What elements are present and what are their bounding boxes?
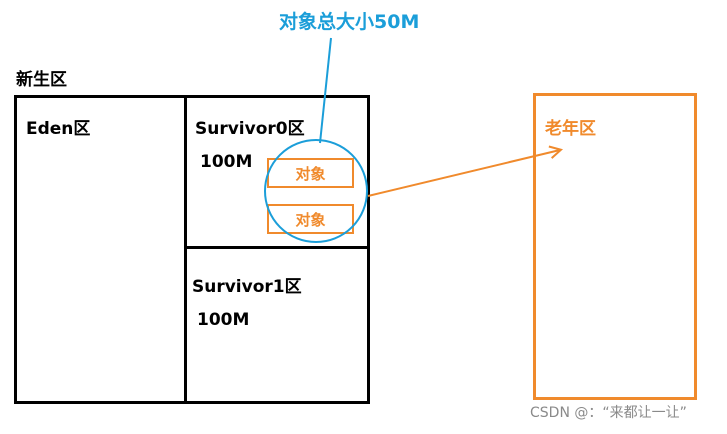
promotion-arrow	[367, 150, 560, 197]
survivor-divider	[184, 246, 370, 249]
young-generation-box	[14, 95, 370, 404]
eden-survivor-divider	[184, 95, 187, 404]
objects-highlight-circle	[264, 139, 368, 243]
watermark: CSDN @：“来都让一让”	[530, 405, 687, 421]
survivor1-label: Survivor1区	[192, 277, 302, 297]
eden-label: Eden区	[26, 119, 91, 139]
survivor1-size: 100M	[197, 310, 250, 330]
old-generation-label: 老年区	[545, 119, 596, 139]
object-box: 对象	[267, 204, 354, 234]
survivor0-label: Survivor0区	[195, 119, 305, 139]
young-generation-label: 新生区	[16, 70, 67, 90]
callout-line	[319, 37, 332, 144]
callout-title: 对象总大小50M	[279, 11, 420, 33]
survivor0-size: 100M	[200, 152, 253, 172]
old-generation-box	[533, 93, 697, 400]
